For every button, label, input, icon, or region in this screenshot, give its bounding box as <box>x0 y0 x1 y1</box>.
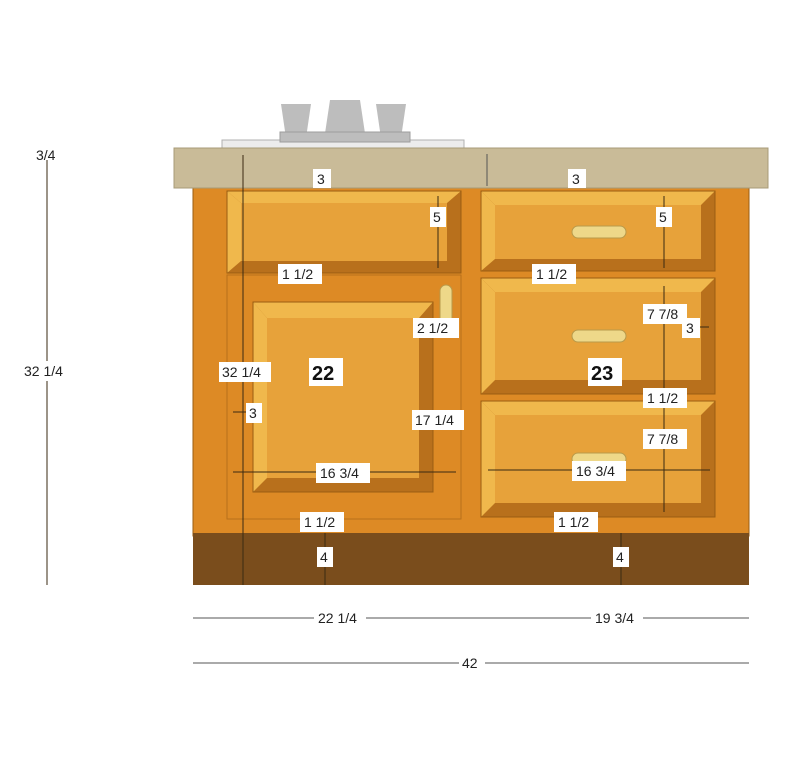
drawer-handle <box>571 329 627 343</box>
cabinet-left-id: 22 <box>312 363 334 385</box>
drawer-handle <box>571 225 627 239</box>
label-width-total: 42 <box>462 655 478 671</box>
cabinet-right-id: 23 <box>591 363 613 385</box>
countertop <box>173 147 769 189</box>
label-drawer-right-low-height: 7 7/8 <box>647 431 678 447</box>
label-total-height: 32 1/4 <box>24 363 63 379</box>
label-width-left: 22 1/4 <box>318 610 357 626</box>
label-door-panel-height: 17 1/4 <box>415 412 454 428</box>
label-top-thickness: 3/4 <box>36 147 56 163</box>
faucet <box>221 100 465 151</box>
label-drawer-left-height: 5 <box>433 209 441 225</box>
label-width-right: 19 3/4 <box>595 610 634 626</box>
label-bottom-rail-right: 1 1/2 <box>558 514 589 530</box>
label-door-width: 16 3/4 <box>320 465 359 481</box>
left-top-drawer <box>226 190 462 274</box>
label-toe-left: 4 <box>320 549 328 565</box>
label-door-left-stile: 3 <box>249 405 257 421</box>
faucet-spout <box>324 100 366 140</box>
left-door <box>252 301 434 493</box>
label-rail-right-middle: 1 1/2 <box>647 390 678 406</box>
label-side-stile-right: 3 <box>686 320 694 336</box>
faucet-left-handle <box>281 104 311 138</box>
label-rail-left-upper: 1 1/2 <box>282 266 313 282</box>
label-drawer-right-top-height: 5 <box>659 209 667 225</box>
toe-kick <box>193 533 749 585</box>
label-bottom-rail-left: 1 1/2 <box>304 514 335 530</box>
label-inner-height: 32 1/4 <box>222 364 261 380</box>
label-drawer-right-mid-height: 7 7/8 <box>647 306 678 322</box>
faucet-body <box>279 131 411 143</box>
label-toe-right: 4 <box>616 549 624 565</box>
label-drawer-width: 16 3/4 <box>576 463 615 479</box>
label-countertop-right: 3 <box>572 171 580 187</box>
dimension-labels: 3/4 32 1/4 3 3 5 5 1 1/2 1 1/2 7 7/8 3 2… <box>20 147 700 673</box>
label-countertop-left: 3 <box>317 171 325 187</box>
label-rail-right-upper: 1 1/2 <box>536 266 567 282</box>
faucet-right-handle <box>376 104 406 138</box>
label-door-stile-width: 2 1/2 <box>417 320 448 336</box>
